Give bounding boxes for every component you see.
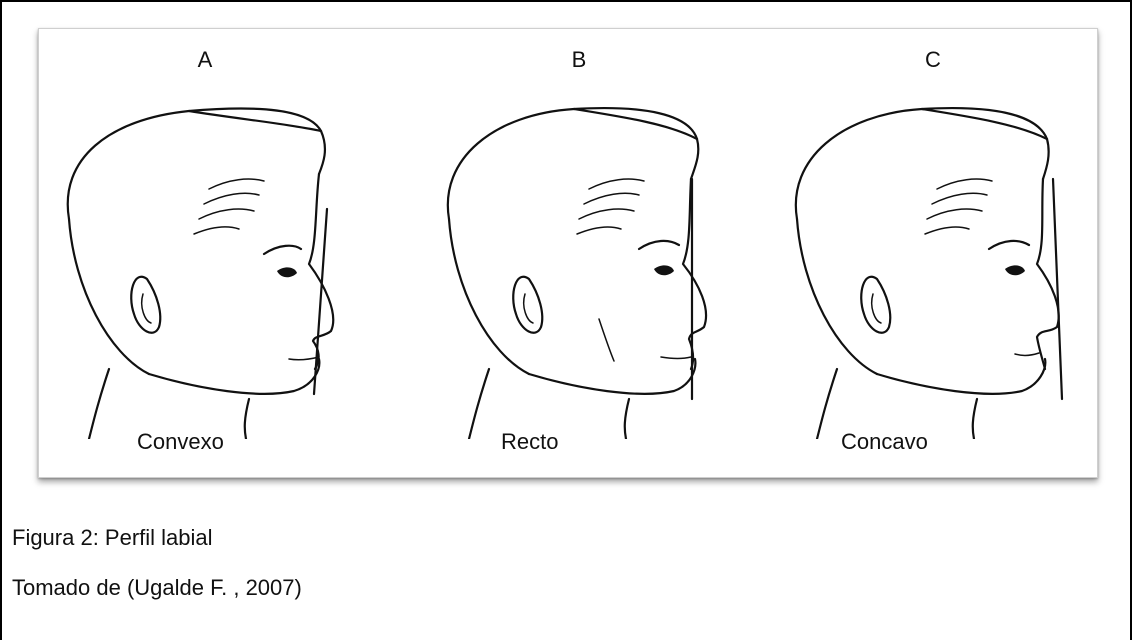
panel-recto: B Recto	[399, 29, 739, 479]
profile-label: Convexo	[137, 429, 224, 455]
figure-caption: Figura 2: Perfil labial	[12, 525, 213, 551]
figure-image: A	[38, 28, 1098, 478]
panel-concavo: C Concavo	[757, 29, 1097, 479]
convex-profile-drawing	[39, 69, 379, 439]
profile-label: Recto	[501, 429, 558, 455]
profile-label: Concavo	[841, 429, 928, 455]
concave-profile-drawing	[757, 69, 1097, 439]
straight-profile-drawing	[399, 69, 739, 439]
figure-source: Tomado de (Ugalde F. , 2007)	[12, 575, 302, 601]
panel-convexo: A	[39, 29, 379, 479]
